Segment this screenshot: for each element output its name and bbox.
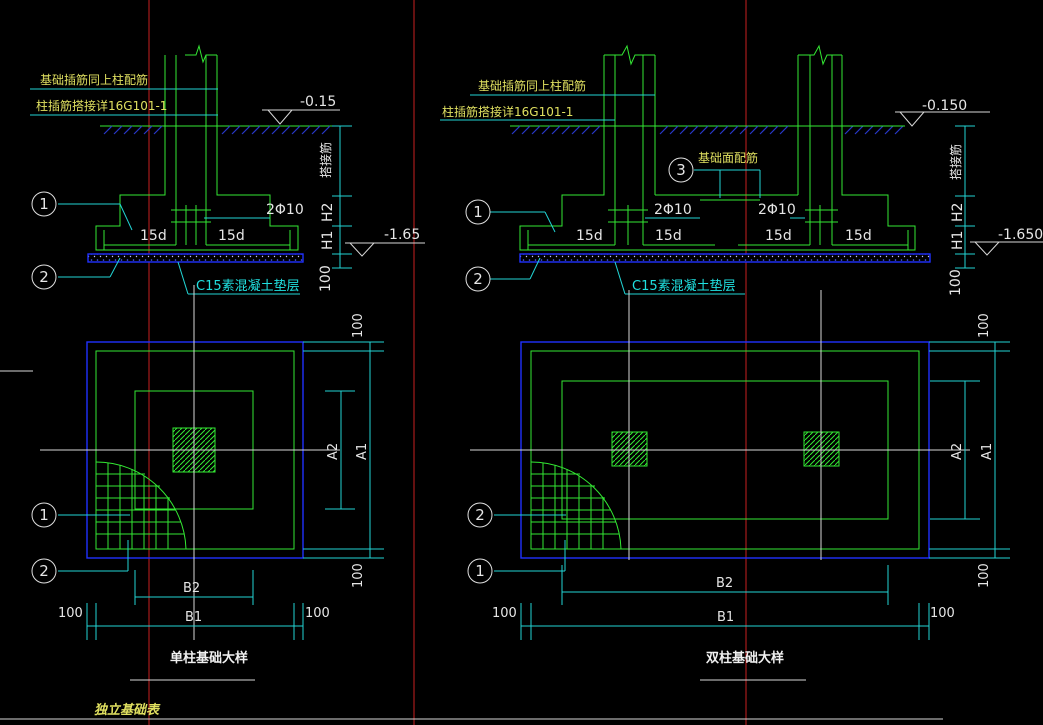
svg-text:1: 1 [39, 195, 49, 213]
left-rebar-label: 2Φ10 [266, 202, 304, 218]
right-plan-view [470, 290, 1010, 681]
right-plan-100-right: 100 [930, 606, 955, 621]
svg-text:1: 1 [473, 203, 483, 221]
right-rebar-a: 2Φ10 [654, 202, 692, 218]
left-pad-label: C15素混凝土垫层 [196, 278, 300, 294]
left-note-line2: 柱插筋搭接详16G101-1 [36, 98, 167, 113]
left-plan-dim-bottom: 100 [351, 563, 366, 588]
right-bubble-1-section: 1 [465, 199, 491, 225]
right-label-3: 基础面配筋 [698, 150, 758, 165]
right-pad-label: C15素混凝土垫层 [632, 278, 736, 294]
right-plan-a2: A2 [950, 443, 965, 460]
right-bubble-1-plan: 1 [467, 558, 493, 584]
svg-text:2: 2 [39, 268, 49, 286]
right-rebar-b: 2Φ10 [758, 202, 796, 218]
right-dim-15d-4: 15d [845, 228, 872, 244]
right-bubble-2-section: 2 [465, 266, 491, 292]
right-dim-15d-2: 15d [655, 228, 682, 244]
svg-text:1: 1 [39, 506, 49, 524]
left-plan-100-left: 100 [58, 606, 83, 621]
svg-text:2: 2 [475, 506, 485, 524]
right-dim-15d-3: 15d [765, 228, 792, 244]
left-title: 单柱基础大样 [170, 650, 248, 666]
left-plan-b2: B2 [183, 581, 200, 596]
left-dim-15d-a: 15d [140, 228, 167, 244]
left-bubble-1-section: 1 [31, 191, 57, 217]
left-plan-100-right: 100 [305, 606, 330, 621]
right-section-view [440, 44, 1043, 295]
table-title: 独立基础表 [94, 702, 161, 718]
left-dim-h1: H1 [320, 231, 336, 250]
left-elev-top: -0.15 [300, 94, 336, 110]
right-plan-dim-bottom: 100 [977, 563, 992, 588]
right-elev-bottom: -1.650 [998, 227, 1043, 243]
left-plan-dim-top: 100 [351, 313, 366, 338]
left-elev-bottom: -1.65 [384, 227, 420, 243]
right-dim-lap: 搭接筋 [948, 144, 963, 180]
left-section-view [30, 44, 425, 295]
left-plan-a2: A2 [326, 443, 341, 460]
left-bubble-2-plan: 2 [31, 558, 57, 584]
right-plan-a1: A1 [980, 443, 995, 460]
right-elev-top: -0.150 [922, 98, 967, 114]
right-note-line1: 基础插筋同上柱配筋 [478, 78, 586, 93]
left-dim-lap: 搭接筋 [318, 142, 333, 178]
left-plan-b1: B1 [185, 610, 202, 625]
right-plan-b2: B2 [716, 576, 733, 591]
left-bubble-2-section: 2 [31, 264, 57, 290]
svg-text:3: 3 [676, 161, 686, 179]
right-plan-b1: B1 [717, 610, 734, 625]
svg-text:1: 1 [475, 562, 485, 580]
svg-text:2: 2 [473, 270, 483, 288]
left-plan-a1: A1 [355, 443, 370, 460]
right-bubble-3: 3 [668, 157, 694, 183]
right-note-line2: 柱插筋搭接详16G101-1 [442, 104, 573, 119]
left-plan-view [0, 285, 384, 681]
right-dim-15d-1: 15d [576, 228, 603, 244]
svg-text:2: 2 [39, 562, 49, 580]
right-title: 双柱基础大样 [706, 650, 784, 666]
right-bubble-2-plan: 2 [467, 502, 493, 528]
left-dim-h2: H2 [320, 203, 336, 222]
left-dim-100-side: 100 [318, 265, 334, 292]
right-dim-100-side: 100 [948, 269, 964, 296]
left-bubble-1-plan: 1 [31, 502, 57, 528]
left-dim-15d-b: 15d [218, 228, 245, 244]
left-note-line1: 基础插筋同上柱配筋 [40, 72, 148, 87]
right-plan-100-left: 100 [492, 606, 517, 621]
right-plan-dim-top: 100 [977, 313, 992, 338]
right-dim-h1: H1 [950, 231, 966, 250]
right-dim-h2: H2 [950, 203, 966, 222]
